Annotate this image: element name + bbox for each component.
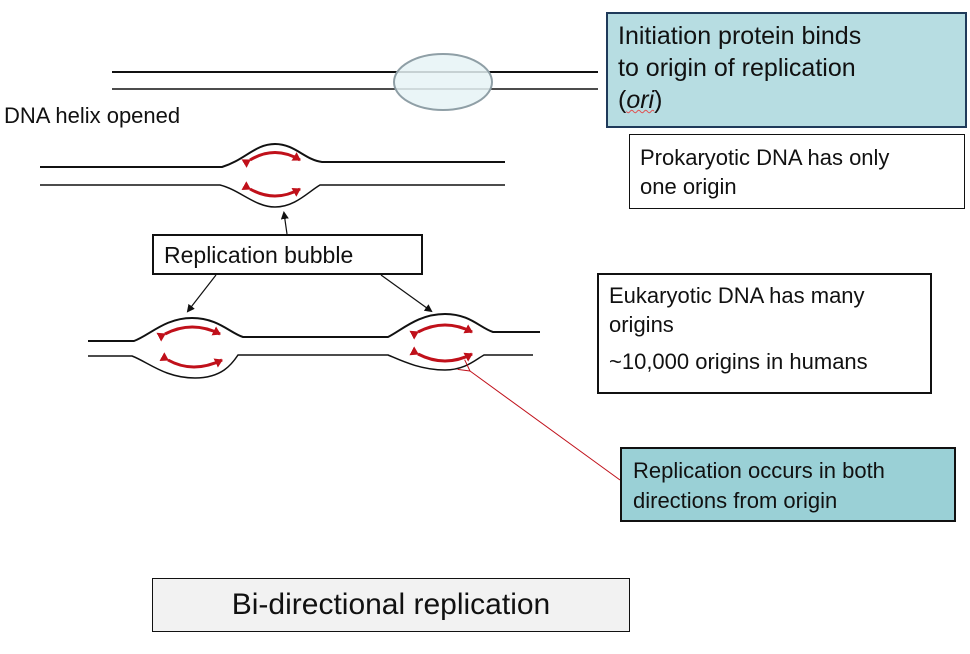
dna-strand-top: [88, 312, 540, 342]
callout-line: Replication occurs in both: [633, 458, 885, 483]
replication-fork-arrow-top: [156, 325, 221, 342]
replication-fork-arrow-bottom: [159, 352, 223, 369]
initiation-protein-callout: Initiation protein binds to origin of re…: [606, 12, 967, 128]
dna-strand-top: [40, 142, 505, 168]
paren: (: [618, 86, 627, 114]
dna-strand-bottom: [88, 354, 533, 379]
bidirectional-callout: Replication occurs in both directions fr…: [620, 447, 956, 522]
bubble-pointer-arrow: [280, 211, 289, 235]
replication-bubble-label: Replication bubble: [152, 234, 423, 275]
callout-line: (ori): [618, 84, 955, 116]
replication-fork-arrow-bottom: [409, 346, 473, 363]
origin-pointer-arrow: [470, 371, 621, 481]
replication-fork-arrow-bottom: [241, 181, 301, 198]
dna-strand-bottom: [40, 184, 505, 208]
paren: ): [654, 86, 663, 114]
note-line: ~10,000 origins in humans: [609, 349, 868, 374]
single-replication-bubble: [40, 142, 505, 208]
note-line: Prokaryotic DNA has only: [640, 145, 890, 170]
note-line: Eukaryotic DNA has many: [609, 283, 865, 308]
bubble-pointer-arrow: [380, 274, 433, 313]
initiation-protein-icon: [393, 53, 493, 111]
callout-line: directions from origin: [633, 488, 838, 513]
prokaryotic-note: Prokaryotic DNA has only one origin: [629, 134, 965, 209]
eukaryotic-note: Eukaryotic DNA has many origins ~10,000 …: [597, 273, 932, 394]
slide-title: Bi-directional replication: [152, 578, 630, 632]
replication-fork-arrow-top: [409, 323, 473, 340]
ori-term: ori: [626, 86, 655, 114]
multi-origin-dna: [88, 312, 540, 379]
callout-line: to origin of replication: [618, 54, 856, 82]
helix-opened-label: DNA helix opened: [4, 103, 181, 128]
closed-dna-helix: [112, 53, 598, 111]
replication-fork-arrow-top: [241, 151, 301, 168]
callout-line: Initiation protein binds: [618, 22, 862, 50]
note-line: one origin: [640, 174, 737, 199]
bubble-pointer-arrow: [186, 274, 217, 313]
note-line: origins: [609, 312, 674, 337]
